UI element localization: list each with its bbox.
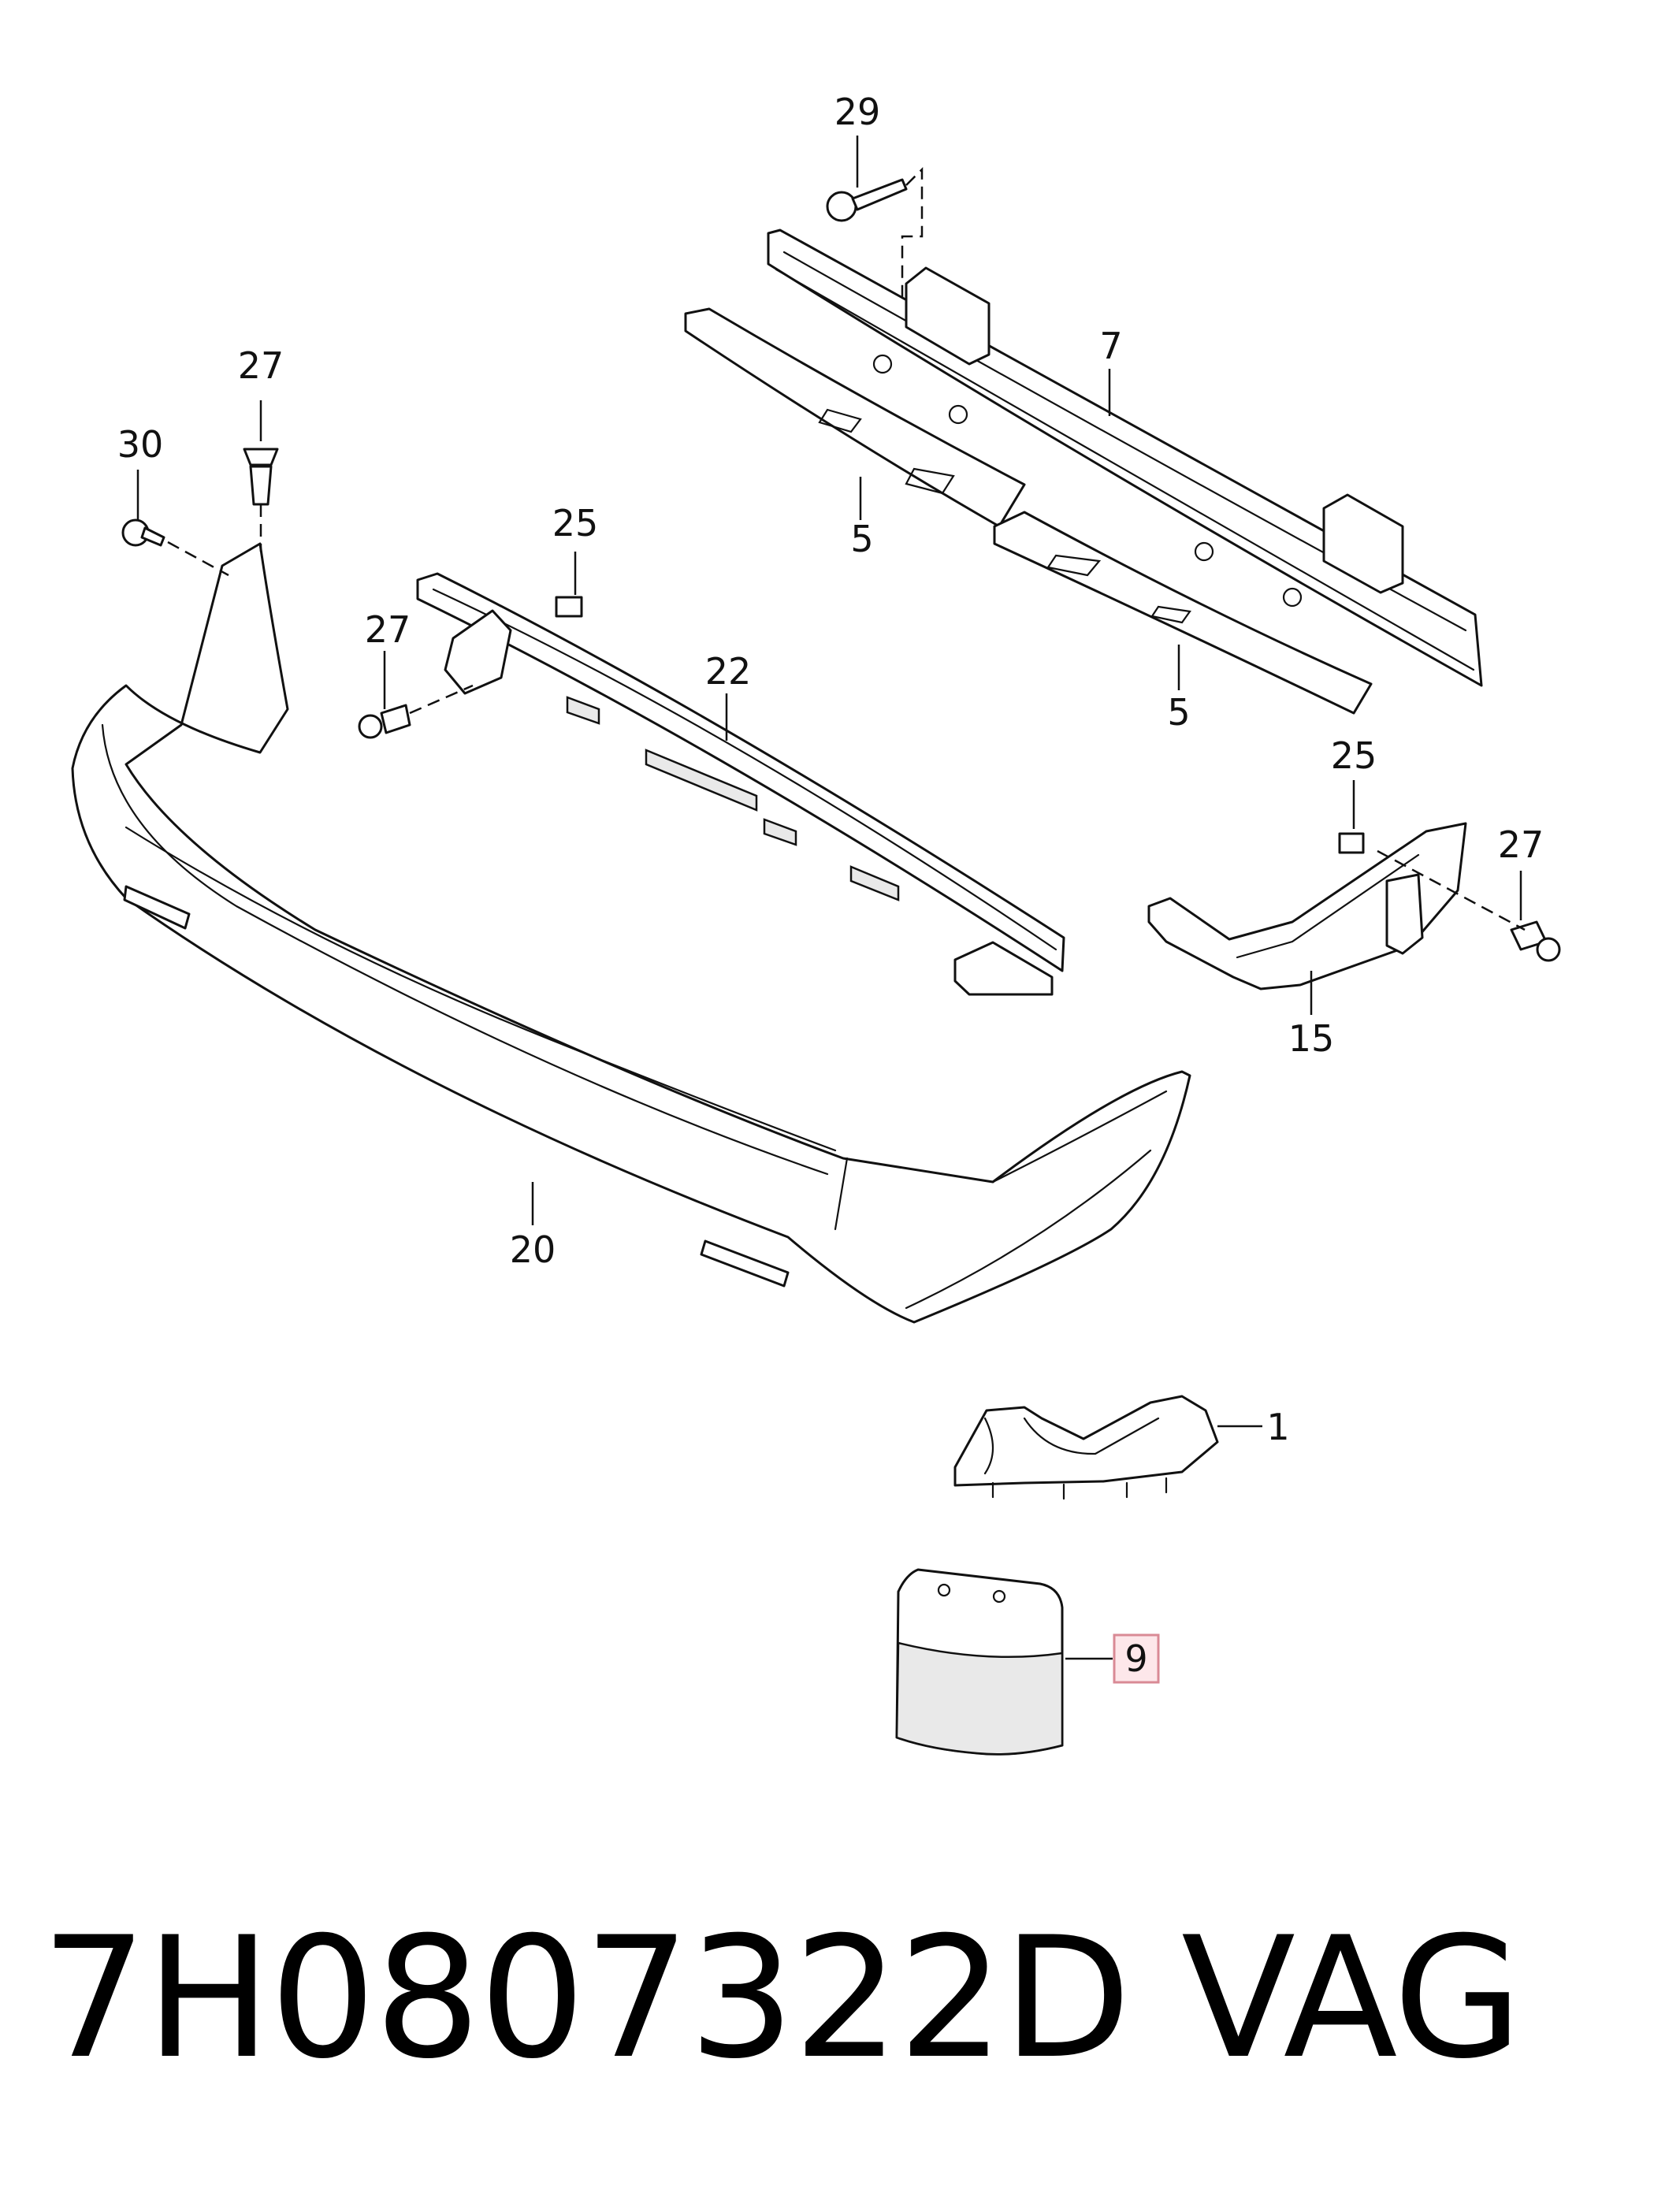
- screw-icon-29: [826, 178, 908, 222]
- callout-30: 30: [117, 423, 164, 466]
- bumper-cover-part-20: [71, 542, 1191, 1324]
- absorber-part-5-upper: [684, 307, 1026, 528]
- trim-part-9: [895, 1568, 1064, 1756]
- part-number-footer: 7H0807322D VAG: [41, 1901, 1522, 2095]
- bracket-part-1: [953, 1395, 1219, 1500]
- callout-1: 1: [1266, 1406, 1289, 1448]
- callout-29: 29: [834, 91, 881, 133]
- bolt-icon-30: [121, 518, 165, 547]
- nut-icon-25-mid: [555, 596, 583, 618]
- bumper-carrier-part-22: [416, 572, 1065, 996]
- clip-icon-27-right: [1510, 920, 1561, 962]
- leader-lines: [136, 136, 1522, 1660]
- callout-25-right: 25: [1331, 734, 1377, 777]
- nut-icon-25-right: [1338, 832, 1365, 854]
- clip-icon-27-mid: [358, 704, 411, 739]
- callout-25-mid: 25: [552, 502, 599, 544]
- callout-5-lower: 5: [1167, 691, 1190, 734]
- highlight-box-9: [1113, 1633, 1160, 1684]
- clip-icon-27-top: [243, 448, 279, 506]
- side-bracket-part-15: [1147, 822, 1467, 990]
- callout-5-upper: 5: [850, 518, 873, 560]
- callout-7: 7: [1099, 325, 1122, 367]
- callout-27-top: 27: [238, 344, 284, 387]
- callout-20: 20: [510, 1228, 556, 1271]
- absorber-part-5-lower: [993, 511, 1373, 715]
- callout-9: 9: [1124, 1637, 1147, 1680]
- callout-15: 15: [1288, 1017, 1335, 1060]
- callout-27-mid: 27: [365, 608, 411, 651]
- callout-22: 22: [705, 650, 752, 693]
- impact-beam-part-7: [767, 229, 1483, 687]
- callout-27-right: 27: [1498, 823, 1544, 866]
- assembly-guide-lines: [167, 166, 1526, 931]
